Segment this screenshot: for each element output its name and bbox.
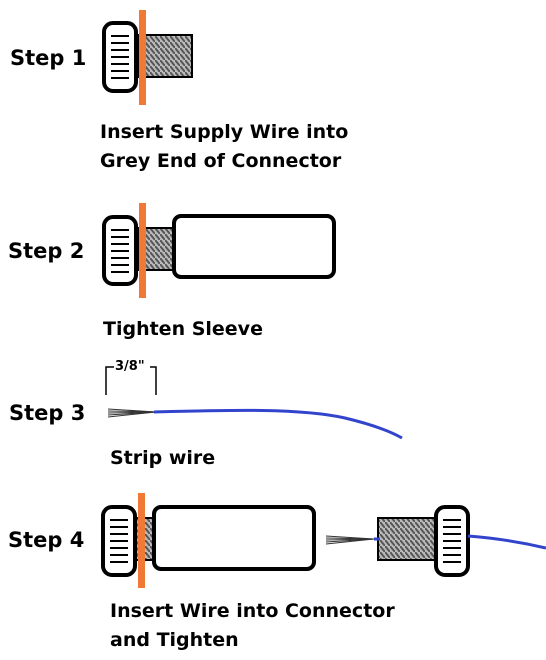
orange-washer xyxy=(138,493,145,588)
step-4-caption-line-1: Insert Wire into Connector xyxy=(110,600,395,622)
wire-connector-icon xyxy=(377,505,470,577)
connector-assembly-icon xyxy=(101,493,316,588)
step-1-label: Step 1 xyxy=(10,46,86,70)
supply-wire xyxy=(153,408,403,440)
step-1-caption-line-1: Insert Supply Wire into xyxy=(100,121,348,143)
connector-with-sleeve-icon xyxy=(102,203,336,298)
step-3-caption: Strip wire xyxy=(110,447,215,469)
step-4-caption-line-2: and Tighten xyxy=(110,629,239,651)
strip-length-label: 3/8" xyxy=(115,359,145,374)
supply-wire xyxy=(467,534,546,550)
cap-knurl-lines xyxy=(443,519,461,563)
step-1: Step 1 Insert Supply Wire into Grey End … xyxy=(10,10,348,172)
sleeve xyxy=(152,505,316,571)
step-3: 3/8" Step 3 Strip wire xyxy=(9,357,403,469)
connector-cap-icon xyxy=(102,10,193,105)
stripped-strands xyxy=(325,535,375,545)
threaded-body xyxy=(377,517,439,561)
orange-washer xyxy=(139,203,146,298)
step-2: Step 2 Tighten Sleeve xyxy=(8,203,336,340)
step-1-caption-line-2: Grey End of Connector xyxy=(100,150,342,172)
step-2-caption: Tighten Sleeve xyxy=(103,318,263,340)
stripped-strands xyxy=(107,408,157,418)
orange-washer xyxy=(139,10,146,105)
cap-knurl-lines xyxy=(111,229,129,273)
step-2-label: Step 2 xyxy=(8,239,84,263)
cap-knurl-lines xyxy=(110,519,128,563)
step-4-label: Step 4 xyxy=(8,528,84,552)
step-4: Step 4 xyxy=(8,493,546,651)
cap-knurl-lines xyxy=(111,35,129,79)
step-3-label: Step 3 xyxy=(9,401,85,425)
strip-length-bracket: 3/8" xyxy=(105,357,157,395)
sleeve xyxy=(172,214,336,279)
threaded-body xyxy=(137,34,193,78)
